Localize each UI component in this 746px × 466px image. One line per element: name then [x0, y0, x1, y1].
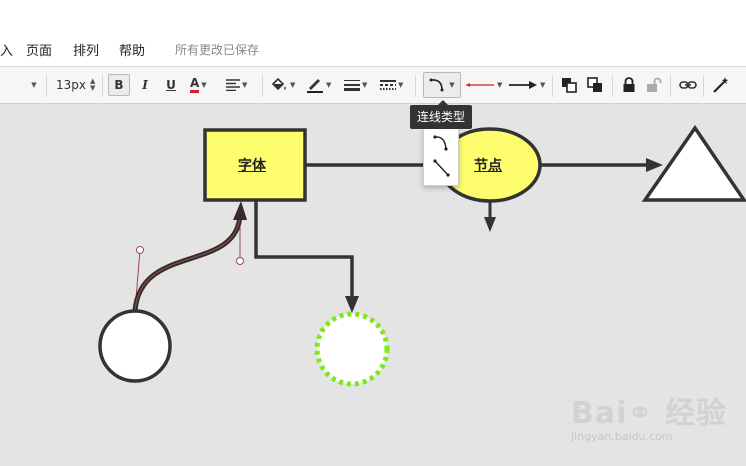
circle-shape[interactable] [98, 309, 172, 383]
toolbar-divider [552, 75, 553, 97]
bring-front-icon [562, 78, 577, 93]
fill-color-button[interactable]: ▼ [270, 75, 295, 95]
link-button[interactable] [679, 75, 697, 95]
menu-item-insert-partial[interactable]: 入 [0, 44, 14, 59]
straight-connector-option[interactable] [429, 157, 453, 179]
align-button[interactable]: ▼ [226, 75, 247, 95]
control-handle[interactable] [236, 257, 244, 265]
line-width-button[interactable]: ▼ [344, 75, 367, 95]
link-icon [679, 81, 697, 89]
triangle-shape[interactable] [641, 124, 746, 202]
rectangle-label[interactable]: 字体 [238, 158, 266, 174]
unlock-button[interactable] [646, 75, 662, 95]
connector-type-button[interactable]: ▼ [423, 72, 461, 98]
toolbar-divider [670, 75, 671, 97]
end-arrow-icon [509, 81, 537, 89]
toolbar-divider [102, 75, 103, 97]
line-style-button[interactable]: ▼ [380, 75, 403, 95]
arrowhead-circle [345, 296, 359, 313]
unlock-icon [647, 77, 662, 92]
font-size-value: 13px [56, 78, 86, 92]
end-arrow-button[interactable]: ▼ [508, 75, 545, 95]
bold-button[interactable]: B [108, 74, 130, 96]
straight-connector-icon [433, 159, 450, 177]
underline-button[interactable]: U [166, 78, 176, 92]
font-color-swatch: A [190, 77, 200, 93]
toolbar-divider [262, 75, 263, 97]
connector-type-icon [429, 78, 444, 92]
connector-rect-circle[interactable] [254, 200, 354, 299]
bring-to-front-button[interactable] [561, 75, 577, 95]
save-status: 所有更改已保存 [175, 43, 260, 57]
lock-icon [623, 77, 635, 92]
arrowhead-down [484, 217, 496, 232]
toolbar-divider [46, 75, 47, 97]
baidu-watermark: Bai⚭ 经验 jingyan.baidu.com [571, 388, 727, 443]
toolbar: ▼ 13px ▲▼ B I U A ▼ ▼ ▼ ▼ ▼ ▼ ▼ ▼ ▼ [0, 66, 746, 104]
menu-item-arrange[interactable]: 排列 [73, 44, 100, 59]
line-width-icon [344, 80, 360, 91]
curved-connector-icon [433, 135, 448, 151]
fill-bucket-icon [271, 77, 286, 91]
arrowhead-curve [233, 201, 247, 220]
dashed-circle-shape[interactable] [314, 311, 390, 387]
font-family-dropdown[interactable]: ▼ [31, 81, 37, 89]
diagram-svg [98, 124, 746, 387]
diagram-canvas[interactable]: 字体 节点 [0, 103, 746, 466]
selection-outline [134, 214, 241, 312]
align-icon [226, 79, 240, 91]
line-style-icon [380, 80, 396, 90]
curved-connector-option[interactable] [429, 132, 453, 154]
magic-wand-icon [713, 77, 729, 93]
connector-type-tooltip: 连线类型 [410, 100, 473, 129]
line-color-button[interactable]: ▼ [306, 75, 331, 95]
send-back-icon [587, 77, 602, 92]
menu-item-help[interactable]: 帮助 [119, 44, 146, 59]
start-arrow-icon [466, 83, 494, 87]
font-color-button[interactable]: A ▼ [190, 75, 207, 95]
start-arrow-button[interactable]: ▼ [465, 75, 502, 95]
send-to-back-button[interactable] [587, 75, 603, 95]
selected-curve-connector[interactable] [132, 214, 243, 312]
rectangle-shape[interactable] [203, 128, 307, 202]
control-handle[interactable] [136, 246, 144, 254]
italic-button[interactable]: I [142, 78, 148, 92]
arrowhead-triangle [646, 158, 663, 172]
toolbar-divider [415, 75, 416, 97]
menu-item-page[interactable]: 页面 [26, 44, 53, 59]
stepper-arrows-icon: ▲▼ [90, 77, 96, 92]
lock-button[interactable] [622, 75, 636, 95]
magic-wand-button[interactable] [712, 75, 730, 95]
toolbar-divider [612, 75, 613, 97]
watermark-logo: Bai⚭ 经验 [571, 396, 727, 431]
menu-bar: 入 页面 排列 帮助 所有更改已保存 [0, 0, 746, 66]
ellipse-label[interactable]: 节点 [474, 158, 502, 174]
toolbar-divider [703, 75, 704, 97]
line-color-icon [307, 79, 323, 93]
connector-type-dropdown [423, 127, 459, 186]
watermark-url: jingyan.baidu.com [571, 430, 673, 443]
font-size-stepper[interactable]: 13px ▲▼ [56, 75, 95, 95]
